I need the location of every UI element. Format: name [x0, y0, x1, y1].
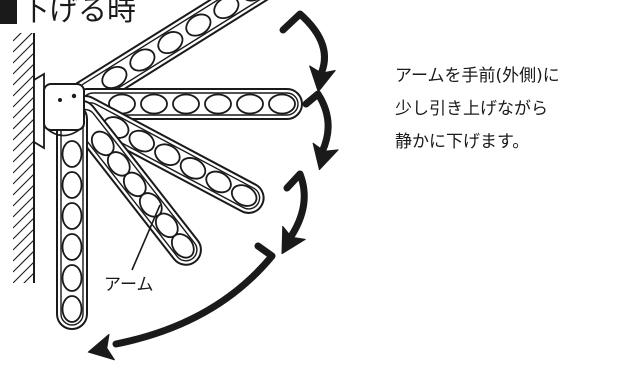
wall-hatch-line — [13, 129, 34, 152]
heading-square-marker — [0, 0, 17, 24]
wall-hatch-line — [13, 52, 34, 75]
instruction-line-1: アームを手前(外側)に — [395, 66, 560, 86]
pivot-screw — [71, 93, 77, 99]
arm-position-lowered — [56, 103, 88, 330]
wall-hatch-line — [13, 228, 34, 251]
wall-hatch-line — [13, 85, 34, 108]
wall-hatch-line — [13, 206, 34, 229]
arm-hole — [172, 93, 200, 115]
instruction-line-2: 少し引き上げながら — [395, 99, 548, 119]
wall-hatch-line — [13, 250, 34, 273]
arrow-head-shape — [281, 225, 306, 255]
section-heading: 下げる時 — [0, 0, 136, 27]
motion-arrow-4 — [87, 242, 276, 361]
wall-hatch-line — [13, 284, 34, 305]
wall-hatch-line — [13, 239, 34, 262]
wall-hatch-line — [13, 195, 34, 218]
arrow-shaft — [283, 170, 308, 242]
arm-hole — [61, 202, 83, 230]
arrow-head-shape — [312, 142, 339, 171]
arm-hole — [268, 93, 296, 115]
wall-hatch-line — [13, 118, 34, 141]
wall — [13, 33, 35, 316]
arm-label-leader — [131, 204, 161, 271]
arm-hole — [128, 129, 155, 153]
arm-hole — [122, 171, 147, 198]
wall-hatch-line — [13, 33, 33, 53]
arm-hole — [230, 184, 258, 207]
arm-hole — [204, 93, 232, 115]
wall-bracket — [33, 72, 85, 150]
arrow-head — [309, 65, 336, 93]
instruction-text: アームを手前(外側)に 少し引き上げながら 静かに下げます。 — [395, 60, 635, 159]
arm-hole — [185, 13, 212, 37]
motion-arrow-2 — [302, 90, 339, 171]
wall-hatch-line — [13, 33, 22, 42]
arm-hole — [61, 233, 83, 261]
bracket-screw — [58, 98, 62, 102]
arm-hole — [61, 264, 83, 292]
motion-arrow-1 — [279, 10, 336, 93]
wall-hatch-line — [13, 74, 34, 97]
arm-position-raised — [68, 0, 275, 113]
arrow-shaft — [279, 10, 328, 80]
arrow-head-shape — [309, 65, 336, 93]
wall-hatch-line — [13, 140, 34, 163]
arm-hole — [140, 93, 168, 115]
instruction-line-3: 静かに下げます。 — [395, 132, 530, 152]
bracket-shadow — [45, 125, 85, 137]
bracket-housing — [43, 83, 85, 131]
arm-hole — [236, 93, 264, 115]
wall-hatch-line — [23, 272, 34, 283]
heading-title: 下げる時 — [20, 0, 137, 27]
wall-hatch-line — [13, 107, 34, 130]
arrow-shaft — [112, 242, 276, 348]
wall-hatch-line — [13, 184, 34, 207]
wall-hatch-line — [13, 96, 34, 119]
arm-hole — [213, 0, 240, 20]
arm-hole — [157, 31, 184, 55]
arrow-head-shape — [87, 333, 115, 361]
motion-arrows — [87, 10, 339, 361]
wall-hatch-line — [13, 217, 34, 240]
wall-hatch-line — [13, 261, 34, 283]
wall-hatch-line — [13, 295, 34, 316]
arms-group — [56, 0, 303, 330]
wall-hatching — [13, 33, 34, 316]
arm-position-horizontal — [71, 88, 303, 120]
arm-hole — [154, 143, 181, 166]
motion-arrow-3 — [281, 170, 308, 255]
wall-hatch-line — [13, 63, 34, 86]
arrow-head — [281, 225, 306, 255]
arm-hole — [129, 48, 156, 72]
arm-hole — [90, 130, 115, 157]
arm-position-lowering-2 — [65, 99, 202, 266]
arm-hole — [61, 171, 83, 199]
wall-hatch-line — [13, 173, 34, 196]
wall-hatch-line — [13, 41, 34, 64]
arm-hole — [154, 212, 179, 239]
arrow-shaft — [302, 90, 332, 156]
wall-hatch-line — [13, 151, 34, 174]
arm-hole — [101, 66, 128, 90]
bracket-plate — [33, 72, 45, 150]
arm-hole — [61, 140, 83, 168]
arm-hole — [205, 170, 232, 194]
arrow-head — [87, 333, 115, 361]
arrow-head — [312, 142, 339, 171]
arm-hole — [61, 295, 83, 323]
arm-label: アーム — [104, 275, 153, 295]
wall-hatch-line — [13, 162, 34, 185]
arm-hole — [179, 157, 207, 180]
